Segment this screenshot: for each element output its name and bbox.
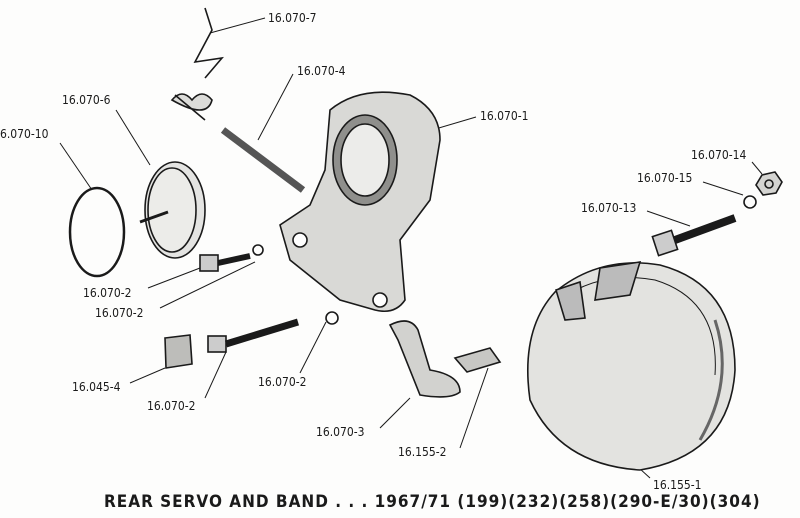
label-band: 16.155-1 xyxy=(653,478,702,492)
washer-upper-part xyxy=(252,244,264,256)
strut-part xyxy=(453,347,502,373)
label-adjusting-screw: 16.070-13 xyxy=(581,201,637,215)
bolt-upper-part xyxy=(199,253,251,272)
label-servo-body: 16.070-1 xyxy=(480,109,529,123)
label-bolt-upper: 16.070-2 xyxy=(83,286,132,300)
label-washer-right: 16.070-15 xyxy=(637,171,693,185)
diagram-caption: REAR SERVO AND BAND . . . 1967/71 (199)(… xyxy=(104,492,761,512)
label-washer-lower: 16.070-2 xyxy=(258,375,307,389)
bolt-lower-part xyxy=(207,318,300,353)
label-washer-upper: 16.070-2 xyxy=(95,306,144,320)
leader-lines xyxy=(59,17,763,479)
pin-part xyxy=(220,127,306,193)
servo-body-part xyxy=(279,91,441,313)
spring-part xyxy=(170,7,224,121)
piston-part xyxy=(139,161,206,259)
label-strut: 16.155-2 xyxy=(398,445,447,459)
plate-part xyxy=(164,334,193,369)
washer-lower-part xyxy=(325,311,339,325)
label-lever: 16.070-3 xyxy=(316,425,365,439)
adjusting-screw-part xyxy=(651,214,737,257)
lever-part xyxy=(388,320,461,398)
nut-part xyxy=(755,171,783,196)
band-part xyxy=(527,261,736,471)
label-pin: 16.070-4 xyxy=(297,64,346,78)
label-nut: 16.070-14 xyxy=(691,148,747,162)
washer-right-part xyxy=(743,195,757,209)
o-ring-part xyxy=(68,186,126,278)
label-plate: 16.045-4 xyxy=(72,380,121,394)
label-o-ring: 6.070-10 xyxy=(0,127,49,141)
label-spring: 16.070-7 xyxy=(268,11,317,25)
label-piston: 16.070-6 xyxy=(62,93,111,107)
label-bolt-lower: 16.070-2 xyxy=(147,399,196,413)
